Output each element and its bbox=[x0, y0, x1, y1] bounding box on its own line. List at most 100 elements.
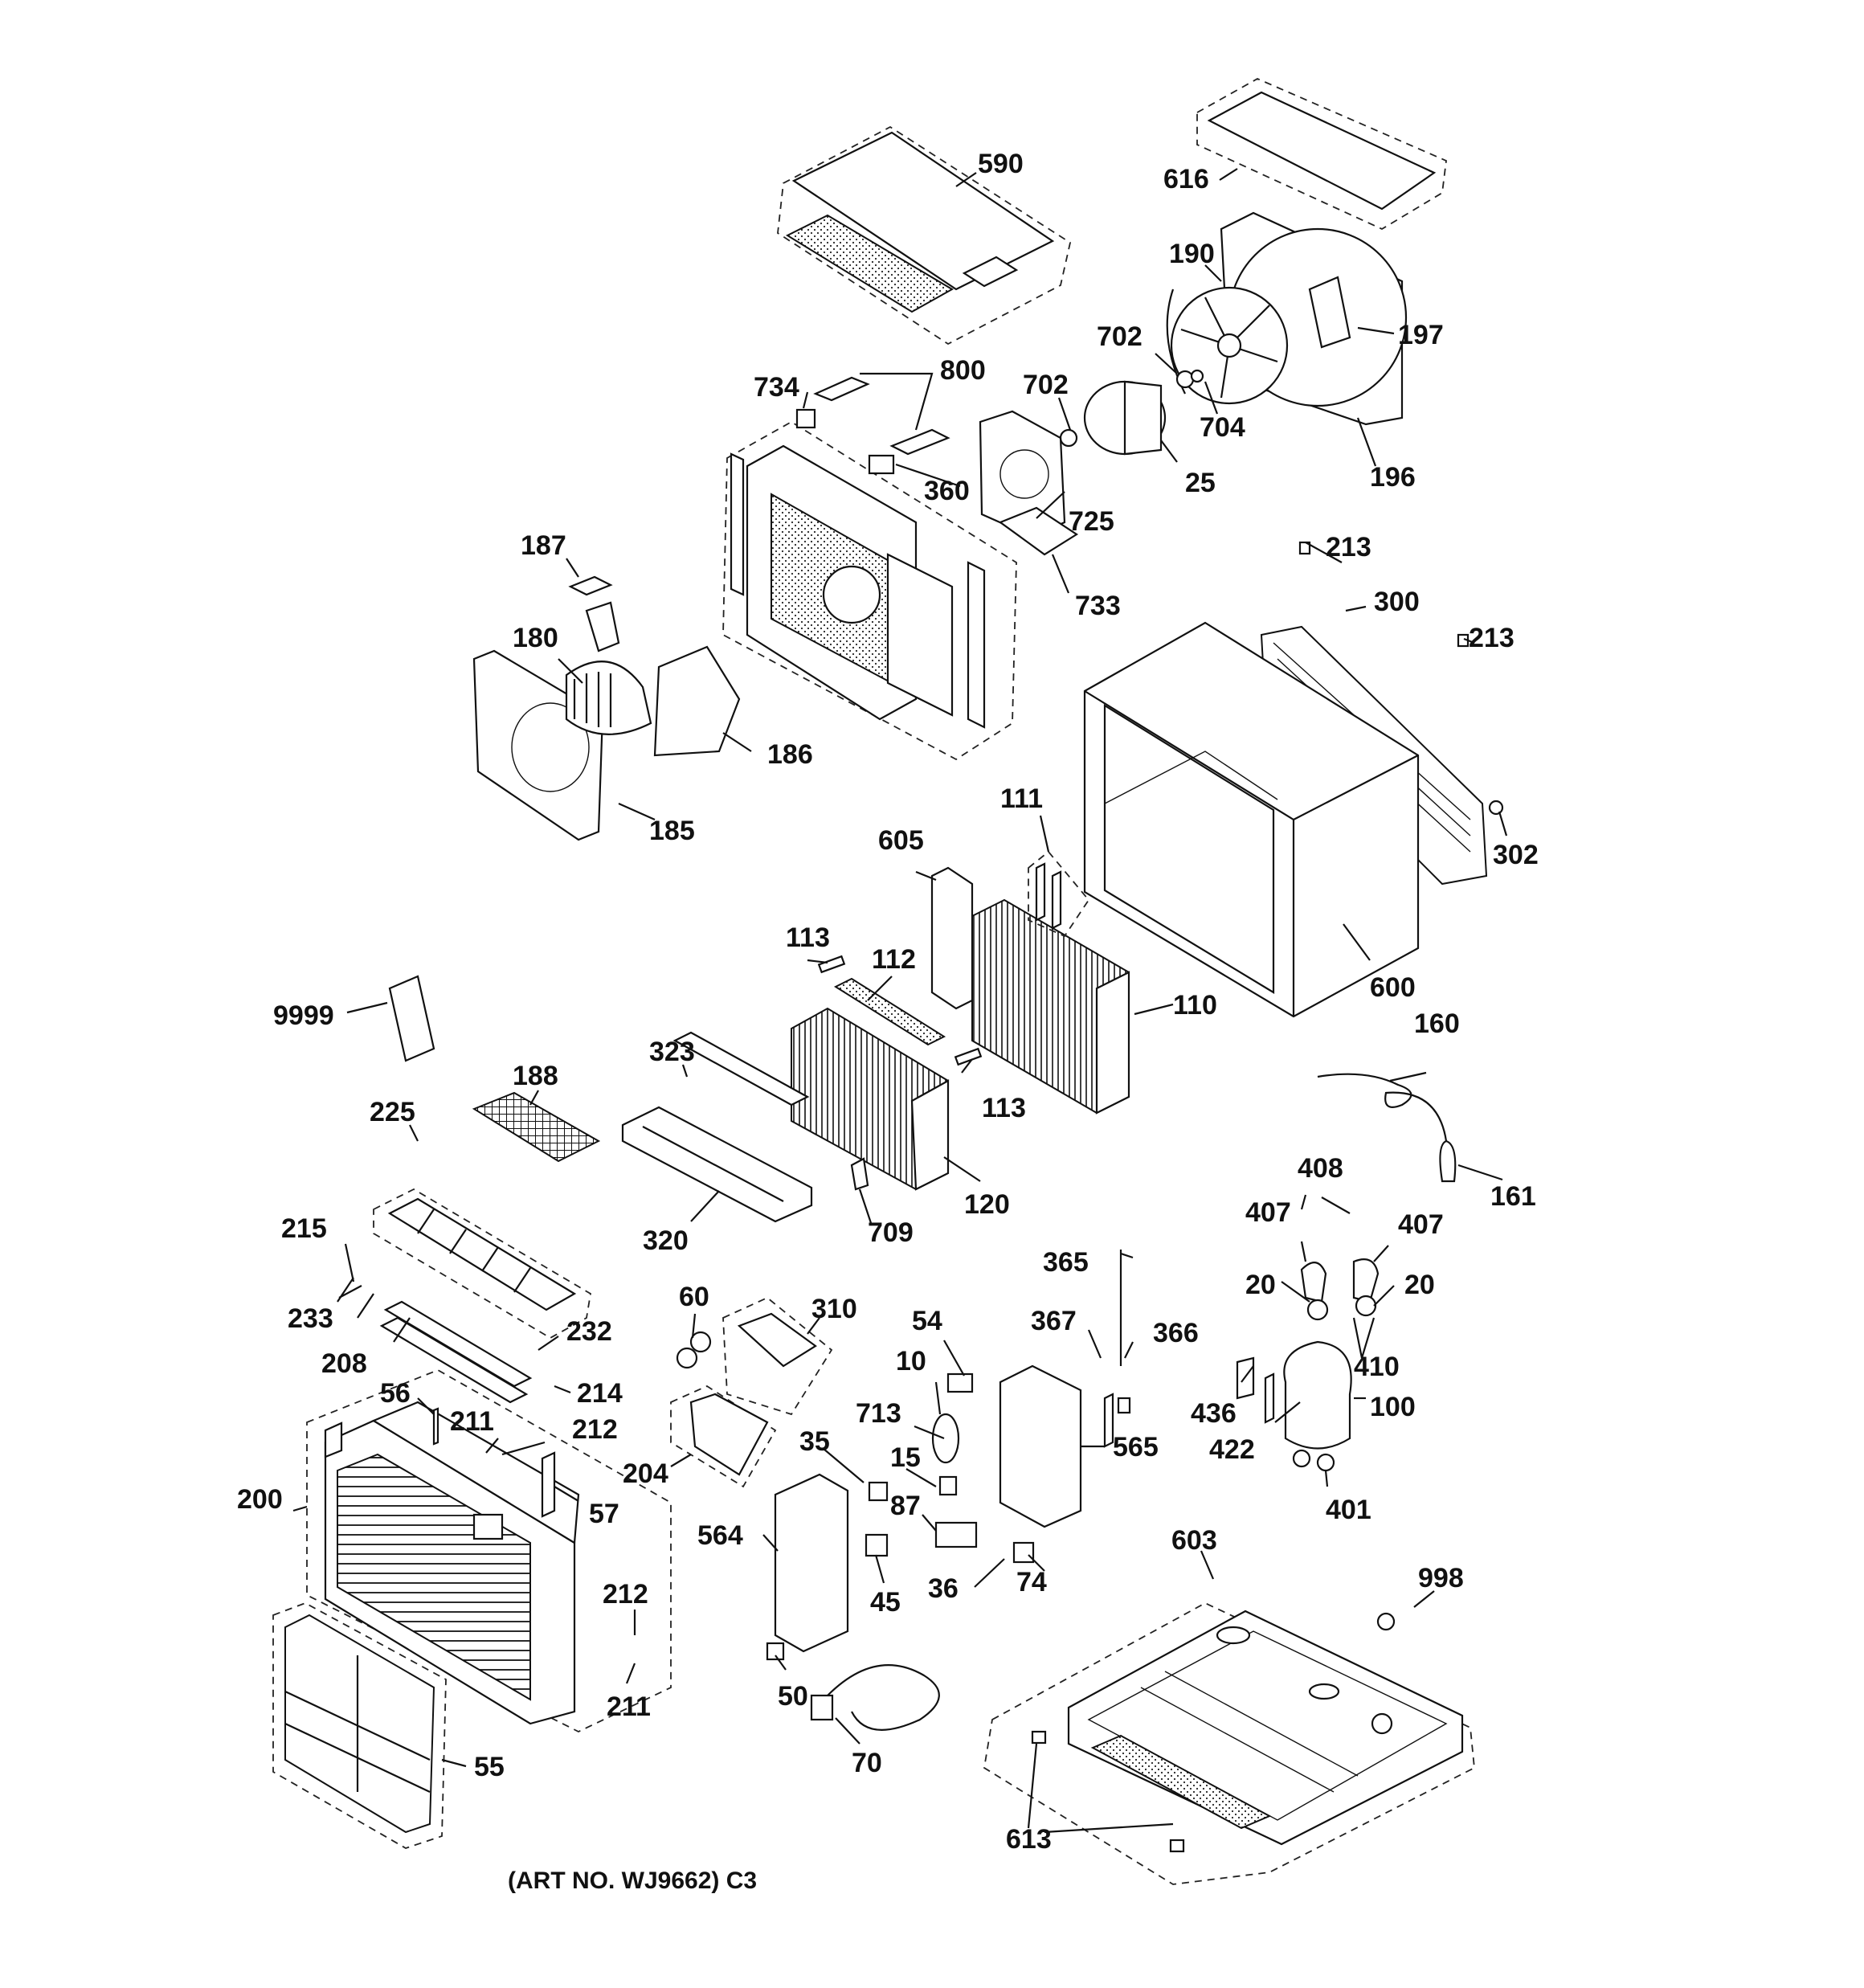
callout-211a: 211 bbox=[450, 1406, 494, 1437]
base-pan-assembly bbox=[983, 1601, 1475, 1885]
callout-616: 616 bbox=[1163, 164, 1209, 194]
cabinet-assembly bbox=[1083, 541, 1504, 1018]
callout-190: 190 bbox=[1169, 239, 1215, 269]
callout-225: 225 bbox=[370, 1097, 415, 1127]
callout-211b: 211 bbox=[607, 1691, 651, 1722]
callout-50: 50 bbox=[778, 1681, 808, 1712]
callout-407b: 407 bbox=[1398, 1209, 1444, 1240]
callout-56: 56 bbox=[380, 1378, 411, 1409]
callout-725: 725 bbox=[1069, 506, 1114, 537]
callout-161: 161 bbox=[1490, 1181, 1536, 1212]
callout-709: 709 bbox=[868, 1217, 914, 1248]
callout-613: 613 bbox=[1006, 1824, 1052, 1855]
callout-565: 565 bbox=[1113, 1432, 1159, 1462]
callout-188: 188 bbox=[513, 1061, 558, 1091]
callout-25: 25 bbox=[1185, 468, 1216, 498]
callout-360: 360 bbox=[924, 476, 970, 506]
callout-185: 185 bbox=[649, 816, 695, 846]
callout-187: 187 bbox=[521, 530, 566, 561]
callout-213b: 213 bbox=[1469, 623, 1514, 653]
callout-600: 600 bbox=[1370, 972, 1416, 1003]
callout-702b: 702 bbox=[1023, 370, 1069, 400]
callout-401: 401 bbox=[1326, 1495, 1371, 1525]
louver-assembly bbox=[337, 1188, 591, 1404]
control-assembly bbox=[670, 1296, 833, 1488]
callout-55: 55 bbox=[474, 1752, 505, 1782]
callout-800: 800 bbox=[940, 355, 986, 386]
callout-10: 10 bbox=[896, 1346, 926, 1376]
callout-35: 35 bbox=[799, 1426, 830, 1457]
air-filter bbox=[272, 1602, 447, 1849]
callout-160: 160 bbox=[1414, 1008, 1460, 1039]
callout-54: 54 bbox=[912, 1306, 942, 1336]
cover-panel-assembly bbox=[777, 125, 1072, 346]
callout-45: 45 bbox=[870, 1587, 901, 1618]
blower-assembly bbox=[472, 575, 741, 841]
callout-233: 233 bbox=[288, 1303, 333, 1334]
leader-lines bbox=[292, 168, 1508, 1834]
callout-196: 196 bbox=[1370, 462, 1416, 493]
art-number: (ART NO. WJ9662) C3 bbox=[508, 1867, 757, 1894]
callout-212a: 212 bbox=[572, 1414, 618, 1445]
callout-367: 367 bbox=[1031, 1306, 1077, 1336]
callout-113a: 113 bbox=[786, 922, 830, 953]
callout-208: 208 bbox=[321, 1348, 367, 1379]
callout-57: 57 bbox=[589, 1499, 619, 1529]
callout-702a: 702 bbox=[1097, 321, 1143, 352]
callout-213a: 213 bbox=[1326, 532, 1371, 562]
callout-215: 215 bbox=[281, 1213, 327, 1244]
callout-302: 302 bbox=[1493, 840, 1539, 870]
callout-9999: 9999 bbox=[273, 1000, 334, 1031]
electrical-components bbox=[766, 1250, 1131, 1731]
callout-320: 320 bbox=[643, 1225, 689, 1256]
callout-436: 436 bbox=[1191, 1398, 1237, 1429]
partition-assembly bbox=[722, 376, 1017, 761]
callout-300: 300 bbox=[1374, 587, 1420, 617]
callout-60: 60 bbox=[679, 1282, 709, 1312]
callout-36: 36 bbox=[928, 1573, 959, 1604]
callout-100: 100 bbox=[1370, 1392, 1416, 1422]
callout-408: 408 bbox=[1298, 1153, 1343, 1184]
motor-mount bbox=[979, 410, 1079, 556]
callout-212b: 212 bbox=[603, 1579, 648, 1610]
compressor-assembly bbox=[1236, 1073, 1457, 1472]
motor-assembly bbox=[1059, 369, 1204, 456]
callout-422: 422 bbox=[1209, 1434, 1255, 1465]
callout-111: 111 bbox=[1000, 783, 1043, 814]
callout-407a: 407 bbox=[1245, 1197, 1291, 1228]
callout-200: 200 bbox=[237, 1484, 283, 1515]
callout-112: 112 bbox=[872, 944, 916, 975]
filter-screen bbox=[472, 1091, 601, 1163]
callout-713: 713 bbox=[856, 1398, 901, 1429]
evaporator-coil bbox=[791, 955, 983, 1191]
callout-366: 366 bbox=[1153, 1318, 1199, 1348]
callout-998: 998 bbox=[1418, 1563, 1464, 1593]
callout-204: 204 bbox=[623, 1458, 668, 1489]
front-grille-assembly bbox=[306, 1369, 672, 1733]
callout-214: 214 bbox=[577, 1378, 623, 1409]
callout-70: 70 bbox=[852, 1748, 882, 1778]
instruction-sheet bbox=[388, 975, 435, 1062]
callout-197: 197 bbox=[1398, 320, 1444, 350]
callout-734: 734 bbox=[754, 372, 799, 403]
callout-323: 323 bbox=[649, 1037, 695, 1067]
condenser-coil bbox=[930, 850, 1130, 1115]
callout-704: 704 bbox=[1200, 412, 1245, 443]
callout-20a: 20 bbox=[1245, 1270, 1276, 1300]
callout-410: 410 bbox=[1354, 1352, 1400, 1382]
callout-603: 603 bbox=[1171, 1525, 1217, 1556]
callout-232: 232 bbox=[566, 1316, 612, 1347]
callout-110: 110 bbox=[1173, 990, 1217, 1021]
drain-pan bbox=[621, 1031, 813, 1223]
callout-87: 87 bbox=[890, 1491, 921, 1521]
callout-590: 590 bbox=[978, 149, 1024, 179]
callout-15: 15 bbox=[890, 1442, 921, 1473]
callout-180: 180 bbox=[513, 623, 558, 653]
callout-186: 186 bbox=[767, 739, 813, 770]
callout-113b: 113 bbox=[982, 1093, 1026, 1123]
callout-605: 605 bbox=[878, 825, 924, 856]
callout-310: 310 bbox=[811, 1294, 857, 1324]
callout-733: 733 bbox=[1075, 591, 1121, 621]
